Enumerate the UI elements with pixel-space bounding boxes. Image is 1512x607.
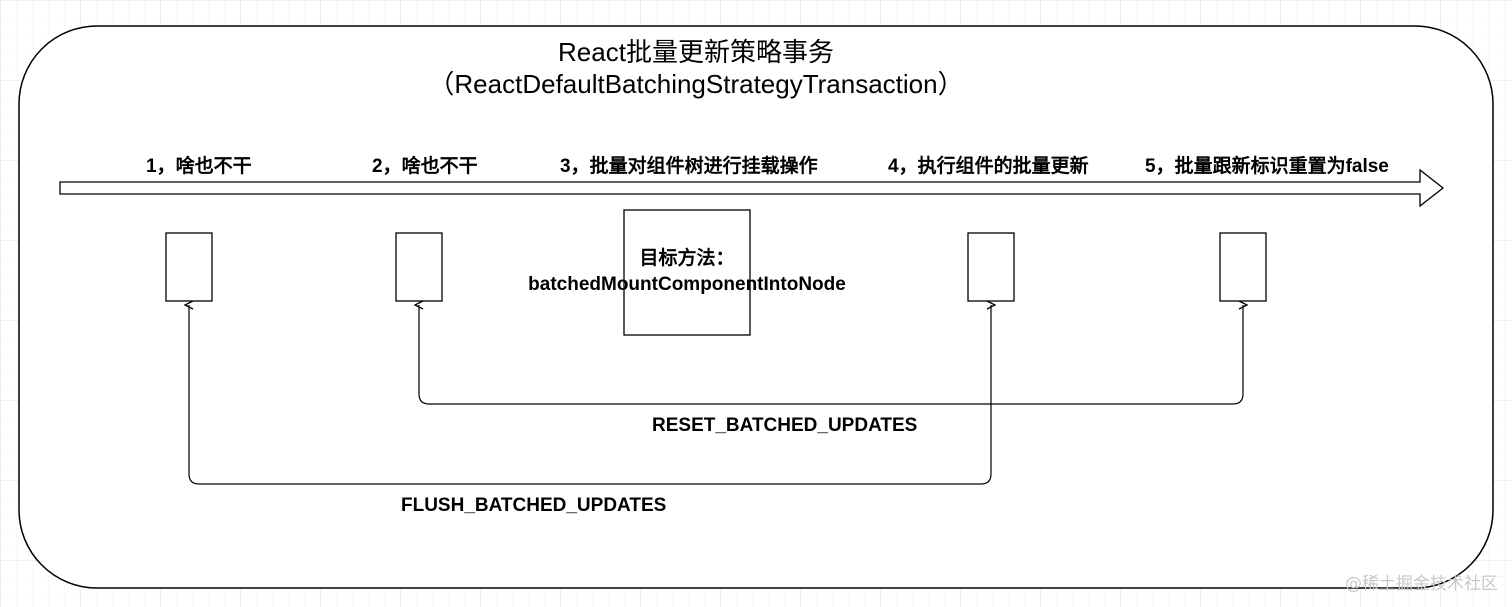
title-line-1: React批量更新策略事务: [558, 37, 834, 67]
wrapper-box-5: [1219, 232, 1267, 302]
flush-batched-updates-connector: [189, 305, 991, 485]
title-line-2: （ReactDefaultBatchingStrategyTransaction…: [428, 69, 964, 99]
wrapper-box-2: [395, 232, 443, 302]
target-method-box: [623, 209, 751, 336]
reset-batched-updates-connector: [419, 305, 1243, 405]
wrapper-box-4: [967, 232, 1015, 302]
watermark: @稀土掘金技术社区: [1345, 574, 1498, 594]
step-label-1: 1，啥也不干: [146, 156, 252, 177]
transaction-container: [18, 25, 1494, 589]
wrapper-box-1: [165, 232, 213, 302]
timeline-arrow: [59, 168, 1445, 208]
target-method-label: 目标方法： batchedMountComponentIntoNode: [487, 246, 887, 298]
flush-batched-updates-label: FLUSH_BATCHED_UPDATES: [401, 495, 667, 516]
step-label-2: 2，啥也不干: [372, 156, 478, 177]
target-method-heading: 目标方法：: [639, 248, 735, 269]
step-label-4: 4，执行组件的批量更新: [888, 156, 1089, 177]
reset-batched-updates-label: RESET_BATCHED_UPDATES: [652, 415, 918, 436]
diagram-title: React批量更新策略事务 （ReactDefaultBatchingStrat…: [406, 36, 986, 100]
target-method-name: batchedMountComponentIntoNode: [528, 274, 846, 295]
step-label-3: 3，批量对组件树进行挂载操作: [560, 156, 818, 177]
step-label-5: 5，批量跟新标识重置为false: [1145, 156, 1389, 177]
